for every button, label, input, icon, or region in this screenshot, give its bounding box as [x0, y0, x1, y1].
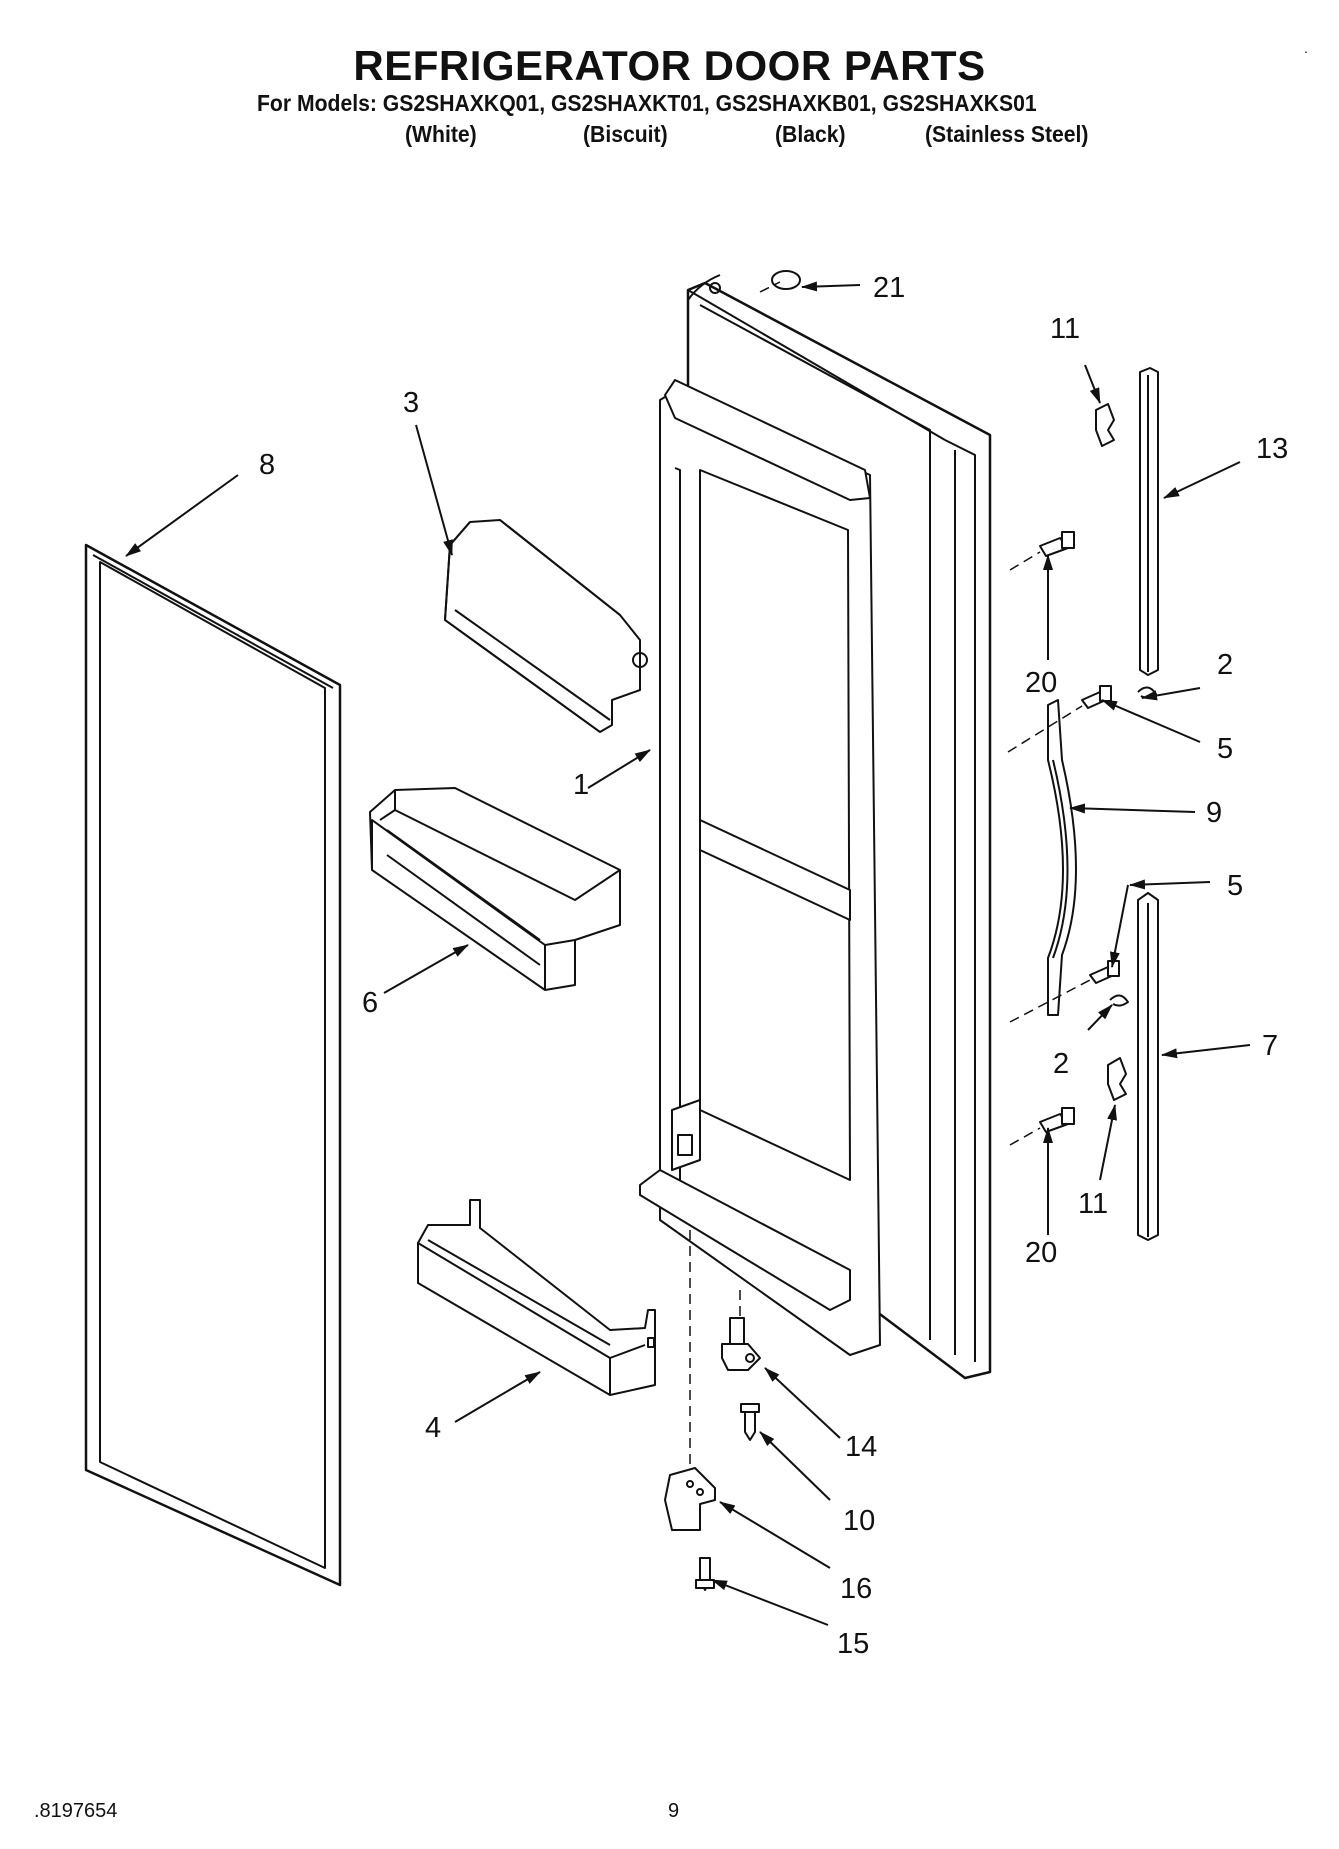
- corner-mark: .: [1304, 40, 1308, 56]
- callout-11-top: 11: [1050, 313, 1080, 345]
- callout-4: 4: [425, 1412, 441, 1444]
- callout-3: 3: [403, 387, 419, 419]
- screw-part-20a: [1039, 531, 1075, 557]
- callout-9: 9: [1206, 797, 1222, 829]
- variant-biscuit: (Biscuit): [583, 121, 668, 147]
- callout-21: 21: [873, 272, 905, 304]
- screw-part-5a: [1081, 685, 1112, 709]
- callout-2-top: 2: [1217, 649, 1233, 681]
- variant-white: (White): [405, 121, 477, 147]
- screw-part-20b: [1039, 1107, 1075, 1133]
- callout-15: 15: [837, 1628, 869, 1660]
- door-handle-part: [1047, 699, 1077, 1016]
- callout-20-top: 20: [1025, 667, 1057, 699]
- callout-20-bottom: 20: [1025, 1237, 1057, 1269]
- variant-stainless-steel: (Stainless Steel): [925, 121, 1089, 147]
- document-number: .8197654: [34, 1800, 118, 1822]
- screw-part-15: [695, 1557, 715, 1591]
- lower-hinge-part: [664, 1467, 716, 1531]
- callout-8: 8: [259, 449, 275, 481]
- callout-6: 6: [362, 987, 378, 1019]
- callout-14: 14: [845, 1431, 877, 1463]
- bottom-trim-strip-part: [1137, 892, 1159, 1241]
- callout-5-top: 5: [1217, 733, 1233, 765]
- screw-part-10: [740, 1403, 760, 1441]
- door-gasket-part: [84, 543, 342, 1587]
- variant-black: (Black): [775, 121, 846, 147]
- top-trim-strip-part: [1139, 367, 1159, 676]
- callout-10: 10: [843, 1505, 875, 1537]
- refrigerator-door-part: [639, 274, 992, 1380]
- callout-5-bottom: 5: [1227, 870, 1243, 902]
- callout-2-bottom: 2: [1053, 1048, 1069, 1080]
- page-number: 9: [668, 1800, 680, 1822]
- clip-part-11a: [1095, 403, 1115, 447]
- door-bin-part: [369, 787, 621, 991]
- dairy-door-part: [444, 519, 648, 733]
- callout-11-bottom: 11: [1078, 1188, 1108, 1220]
- callout-13: 13: [1256, 433, 1288, 465]
- callout-7: 7: [1262, 1030, 1278, 1062]
- hinge-bushing-part: [721, 1317, 761, 1371]
- lower-bin-part: [417, 1199, 656, 1396]
- clip-part-2b: [1109, 994, 1129, 1007]
- clip-part-11b: [1107, 1057, 1127, 1101]
- callout-1: 1: [573, 769, 589, 801]
- models-line: For Models: GS2SHAXKQ01, GS2SHAXKT01, GS…: [257, 90, 1037, 116]
- screw-part-5b: [1089, 960, 1120, 984]
- callout-16: 16: [840, 1573, 872, 1605]
- plug-part: [771, 270, 801, 290]
- page-title: REFRIGERATOR DOOR PARTS: [353, 42, 986, 89]
